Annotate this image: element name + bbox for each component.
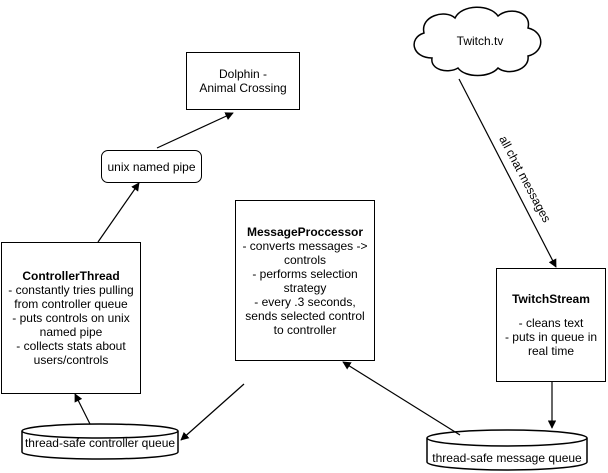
dolphin-line-1: Dolphin - <box>218 67 268 81</box>
controller-thread-line-1: - constantly tries pulling <box>8 283 134 297</box>
message-processor-line-3: - performs selection <box>252 266 358 281</box>
edge-message-queue-to-processor <box>342 361 461 436</box>
message-processor-line-1: - converts messages -> <box>242 238 368 253</box>
controller-thread-line-2: from controller queue <box>14 297 128 311</box>
controller-thread-line-3: - puts controls on unix <box>12 311 130 325</box>
dolphin-node: Dolphin - Animal Crossing <box>186 52 300 110</box>
twitch-stream-line-1: - cleans text <box>518 316 584 330</box>
message-processor-line-2: controls <box>283 252 327 267</box>
message-processor-node: MessageProccessor - converts messages ->… <box>235 200 375 361</box>
twitch-tv-label: Twitch.tv <box>456 34 504 48</box>
edge-processor-to-controller-queue <box>180 383 245 441</box>
twitch-stream-title: TwitchStream <box>512 292 590 306</box>
message-processor-line-5: - every .3 seconds, <box>254 294 356 309</box>
edge-controller-queue-to-thread <box>74 393 91 425</box>
edge-twitch-to-stream <box>458 78 557 268</box>
controller-queue-label: thread-safe controller queue <box>24 436 176 450</box>
controller-thread-line-6: users/controls <box>33 353 109 367</box>
edge-pipe-to-dolphin <box>156 112 234 149</box>
message-processor-line-7: to controller <box>273 322 337 337</box>
message-queue-cylinder <box>426 429 588 471</box>
message-processor-line-6: sends selected control <box>245 308 365 323</box>
dolphin-line-2: Animal Crossing <box>199 81 287 95</box>
controller-queue-cylinder <box>21 423 179 460</box>
message-processor-title: MessageProccessor <box>246 224 364 239</box>
twitch-stream-line-3: real time <box>527 344 574 358</box>
unix-pipe-label: unix named pipe <box>107 159 196 174</box>
unix-pipe-node: unix named pipe <box>101 150 202 183</box>
controller-thread-node: ControllerThread - constantly tries pull… <box>1 242 141 394</box>
edge-thread-to-pipe <box>97 182 140 243</box>
cloud-shape <box>413 6 542 77</box>
controller-thread-line-4: named pipe <box>39 325 103 339</box>
message-queue-label: thread-safe message queue <box>432 451 582 465</box>
twitch-stream-line-2: - puts in queue in <box>504 330 598 344</box>
message-processor-line-4: strategy <box>283 280 327 295</box>
twitch-stream-node: TwitchStream - cleans text - puts in que… <box>496 268 606 382</box>
controller-thread-line-5: - collects stats about <box>16 339 126 353</box>
controller-thread-title: ControllerThread <box>22 269 120 283</box>
